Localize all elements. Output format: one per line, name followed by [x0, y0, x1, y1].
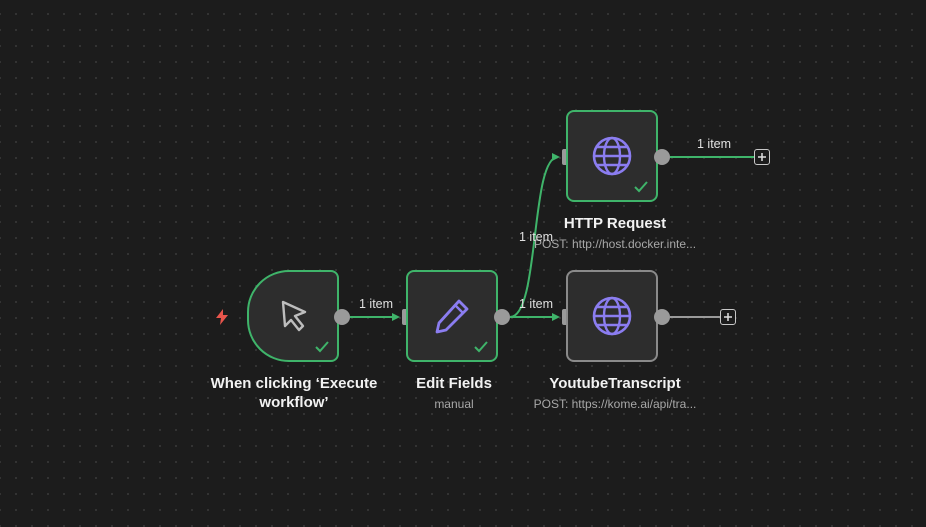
plus-icon: [724, 313, 732, 321]
youtube-transcript-subtitle: POST: https://kome.ai/api/tra...: [533, 397, 697, 411]
edge-label-edit-to-youtube: 1 item: [519, 297, 554, 311]
trigger-node[interactable]: [247, 270, 339, 362]
edge-label-http-out: 1 item: [697, 137, 732, 151]
http-request-node[interactable]: [566, 110, 658, 202]
http-request-output-port[interactable]: [654, 149, 670, 165]
globe-icon: [592, 136, 632, 176]
trigger-bolt-icon: [216, 309, 228, 325]
edge-edit-to-http[interactable]: [509, 153, 560, 318]
success-check-icon: [634, 181, 648, 193]
cursor-arrow-icon: [281, 300, 307, 332]
pencil-icon: [435, 299, 469, 334]
youtube-transcript-node[interactable]: [566, 270, 658, 362]
globe-icon: [592, 296, 632, 336]
http-request-title: HTTP Request: [563, 215, 667, 232]
youtube-transcript-add-node-button[interactable]: [720, 309, 736, 325]
success-check-icon: [315, 341, 329, 353]
http-request-subtitle: POST: http://host.docker.inte...: [533, 237, 697, 251]
youtube-transcript-title: YoutubeTranscript: [549, 375, 681, 392]
edit-fields-output-port[interactable]: [494, 309, 510, 325]
edit-fields-title: Edit Fields: [416, 375, 492, 392]
edit-fields-subtitle: manual: [434, 397, 474, 411]
http-request-add-node-button[interactable]: [754, 149, 770, 165]
trigger-output-port[interactable]: [334, 309, 350, 325]
youtube-transcript-output-port[interactable]: [654, 309, 670, 325]
edit-fields-node[interactable]: [406, 270, 498, 362]
edge-label-edit-to-http: 1 item: [519, 230, 554, 244]
success-check-icon: [474, 341, 488, 353]
trigger-node-title: When clicking ‘Execute workflow’: [210, 375, 378, 411]
edge-label-trigger-to-edit: 1 item: [359, 297, 394, 311]
plus-icon: [758, 153, 766, 161]
